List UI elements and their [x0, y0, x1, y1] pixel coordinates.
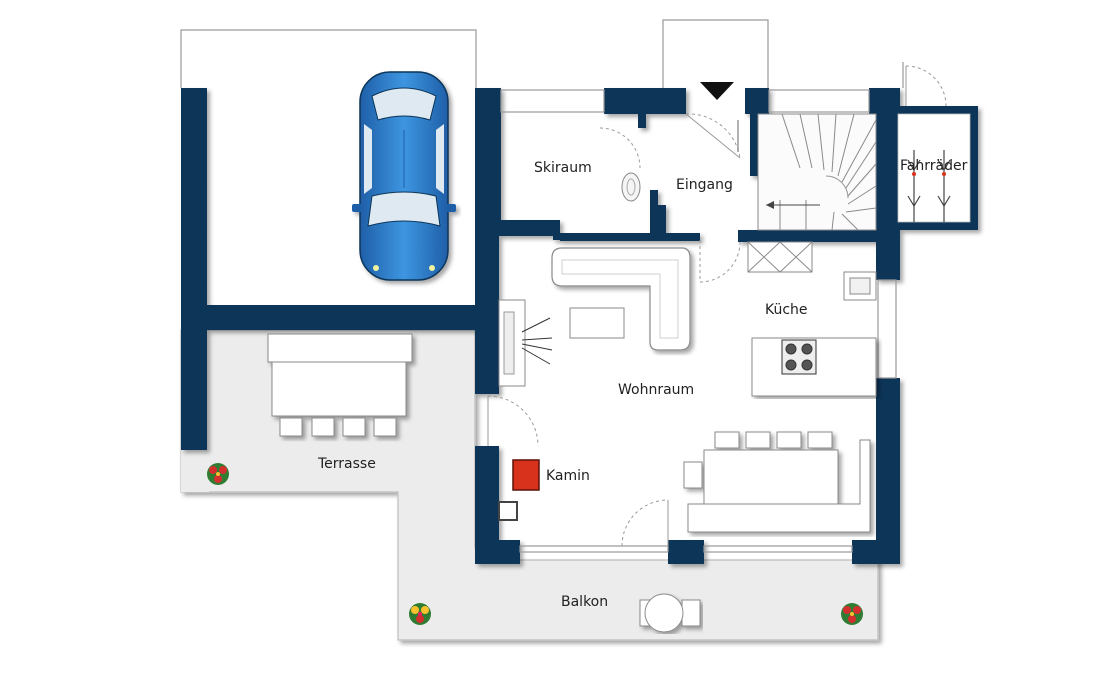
sink-basin [626, 178, 636, 196]
bike-room-floor [897, 113, 971, 223]
windows [500, 89, 897, 553]
entrance-canopy [662, 19, 769, 88]
label-fahrraeder: Fahrräder [900, 158, 968, 174]
doors [487, 65, 947, 547]
dining-set [683, 431, 871, 533]
label-kamin: Kamin [546, 468, 590, 484]
walls [181, 88, 978, 564]
flower-pot-icon [409, 603, 431, 625]
stove-icon [781, 339, 817, 375]
flower-pot-icon [841, 603, 863, 625]
label-terrasse: Terrasse [317, 456, 376, 472]
watermark: www.chaletsplus.com [192, 190, 207, 332]
entrance-arrow-icon [700, 82, 734, 100]
tv-screen [503, 311, 515, 375]
sofa-inner [561, 259, 679, 339]
sink-icon [621, 172, 641, 202]
fireplace-hearth [498, 501, 518, 521]
balcony-table [639, 593, 701, 633]
bicycle-icon [907, 150, 951, 222]
tv-rays [521, 317, 553, 365]
bicycle-accent [912, 172, 946, 176]
carport-outline [180, 29, 477, 90]
flower-pot-icon [207, 463, 229, 485]
fireplace-icon [512, 459, 540, 491]
staircase [757, 113, 877, 231]
label-balkon: Balkon [561, 594, 608, 610]
label-skiraum: Skiraum [534, 160, 592, 176]
label-wohnraum: Wohnraum [618, 382, 694, 398]
label-eingang: Eingang [676, 177, 733, 193]
terrace-furniture [267, 333, 413, 437]
terrace-corner [181, 450, 209, 492]
label-kueche: Küche [765, 302, 808, 318]
car-icon [352, 71, 456, 281]
coffee-table [569, 307, 625, 339]
